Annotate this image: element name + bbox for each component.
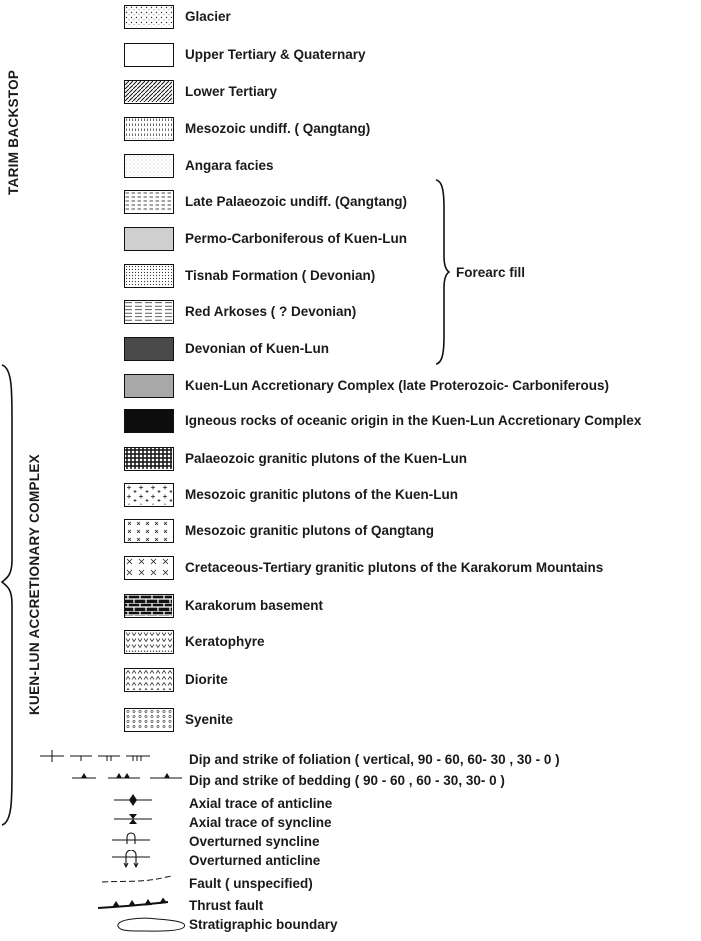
legend-swatch-dark-grey (124, 337, 174, 361)
legend-swatch-vertical-dash (124, 117, 174, 141)
symbol-label: Axial trace of anticline (189, 796, 333, 811)
legend-label: Mesozoic granitic plutons of the Kuen-Lu… (185, 487, 458, 502)
legend-label: Keratophyre (185, 634, 265, 649)
legend-label: Syenite (185, 712, 234, 727)
legend-label: Permo-Carboniferous of Kuen-Lun (185, 231, 407, 246)
symbol-label: Overturned syncline (189, 834, 320, 849)
legend-label: Devonian of Kuen-Lun (185, 341, 329, 356)
legend-label: Igneous rocks of oceanic origin in the K… (185, 413, 642, 428)
legend-swatch-blank (124, 43, 174, 67)
legend-label: Mesozoic undiff. ( Qangtang) (185, 121, 371, 136)
legend-swatch-v-marks (124, 630, 174, 654)
legend-label: Red Arkoses ( ? Devonian) (185, 304, 357, 319)
legend-label: Karakorum basement (185, 598, 324, 613)
legend-swatch-dot-grid (124, 264, 174, 288)
legend-swatch-caret (124, 668, 174, 692)
legend-label: Upper Tertiary & Quaternary (185, 47, 366, 62)
bedding-icon (72, 770, 192, 784)
symbol-label: Overturned anticline (189, 853, 321, 868)
symbol-label: Fault ( unspecified) (189, 876, 313, 891)
legend-swatch-black (124, 409, 174, 433)
legend-label: Tisnab Formation ( Devonian) (185, 268, 376, 283)
symbol-label: Thrust fault (189, 898, 264, 913)
legend-swatch-diagonal (124, 80, 174, 104)
legend-label: Glacier (185, 9, 231, 24)
foliation-icon (40, 749, 160, 763)
legend-label: Diorite (185, 672, 228, 687)
fault-icon (100, 873, 180, 887)
legend-label: Lower Tertiary (185, 84, 278, 99)
legend-swatch-brick (124, 594, 174, 618)
legend-swatch-x-marks (124, 519, 174, 543)
legend-swatch-dash-rows (124, 190, 174, 214)
forearc-brace-icon (435, 179, 450, 365)
legend-label: Late Palaeozoic undiff. (Qangtang) (185, 194, 408, 209)
legend-swatch-cross-dense (124, 447, 174, 471)
legend-swatch-plus (124, 483, 174, 507)
legend-swatch-stipple-fine (124, 154, 174, 178)
legend-label: Mesozoic granitic plutons of Qangtang (185, 523, 435, 538)
anticline-icon (110, 793, 160, 807)
legend-swatch-light-grey (124, 227, 174, 251)
boundary-icon (112, 914, 192, 934)
symbol-label: Dip and strike of foliation ( vertical, … (189, 752, 560, 767)
thrust-fault-icon (96, 895, 176, 911)
symbol-label: Axial trace of syncline (189, 815, 332, 830)
legend-swatch-circles (124, 708, 174, 732)
overturned-syncline-icon (108, 831, 158, 845)
legend-label: Palaeozoic granitic plutons of the Kuen-… (185, 451, 468, 466)
symbol-label: Dip and strike of bedding ( 90 - 60 , 60… (189, 773, 505, 788)
legend-swatch-x-large (124, 556, 174, 580)
kuen-lun-brace-icon (0, 364, 13, 826)
group-label-tarim-backstop: TARIM BACKSTOP (6, 69, 21, 195)
group-label-kuen-lun-accretionary-complex: KUEN-LUN ACCRETIONARY COMPLEX (27, 454, 42, 715)
forearc-fill-label: Forearc fill (456, 265, 526, 280)
legend-label: Angara facies (185, 158, 274, 173)
legend-label: Cretaceous-Tertiary granitic plutons of … (185, 560, 604, 575)
symbol-label: Stratigraphic boundary (189, 917, 338, 932)
legend-swatch-dash-lines (124, 300, 174, 324)
legend-label: Kuen-Lun Accretionary Complex (late Prot… (185, 378, 610, 393)
syncline-icon (110, 812, 160, 826)
overturned-anticline-icon (108, 850, 158, 868)
legend-swatch-dots-sparse (124, 5, 174, 29)
legend-swatch-mid-grey (124, 374, 174, 398)
